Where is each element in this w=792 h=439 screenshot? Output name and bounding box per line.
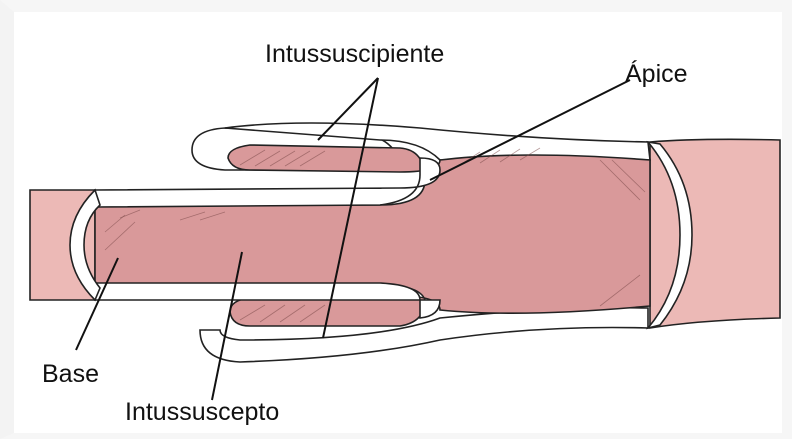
label-intussuscipiente: Intussuscipiente [265, 40, 444, 68]
label-intussuscepto: Intussuscepto [125, 398, 279, 426]
label-apice: Ápice [625, 59, 688, 88]
label-base: Base [42, 360, 99, 388]
